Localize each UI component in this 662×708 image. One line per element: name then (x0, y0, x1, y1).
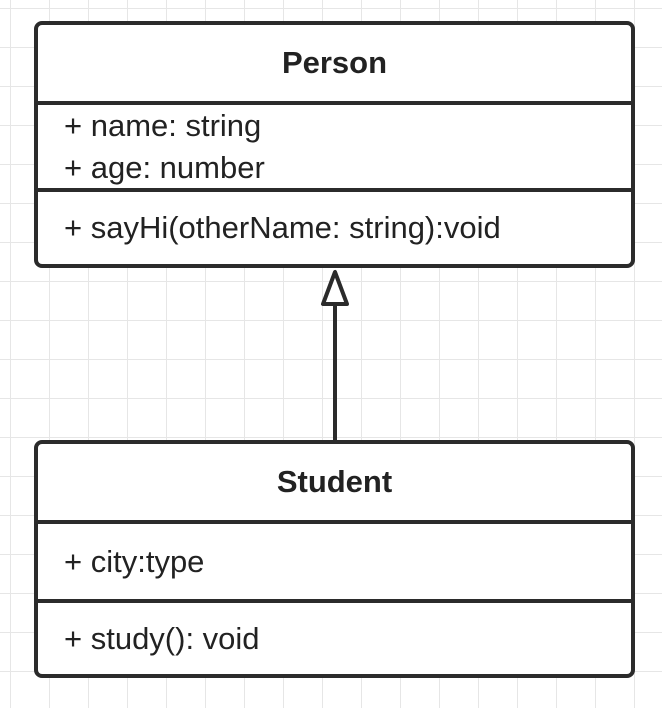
student-class-name: Student (38, 444, 631, 524)
person-attribute-name: + name: string (64, 107, 262, 143)
person-class-box[interactable]: Person + name: string + age: number + sa… (34, 21, 635, 268)
person-attributes-section: + name: string + age: number (38, 105, 631, 192)
student-attribute-city: + city:type (64, 543, 205, 579)
person-class-name: Person (38, 25, 631, 105)
student-class-box[interactable]: Student + city:type + study(): void (34, 440, 635, 678)
person-attribute-age: + age: number (64, 149, 265, 185)
person-methods-section: + sayHi(otherName: string):void (38, 192, 631, 264)
inheritance-arrowhead (321, 270, 349, 306)
person-method-sayhi: + sayHi(otherName: string):void (64, 210, 501, 245)
student-method-study: + study(): void (64, 620, 260, 656)
student-attributes-section: + city:type (38, 524, 631, 603)
student-methods-section: + study(): void (38, 603, 631, 674)
